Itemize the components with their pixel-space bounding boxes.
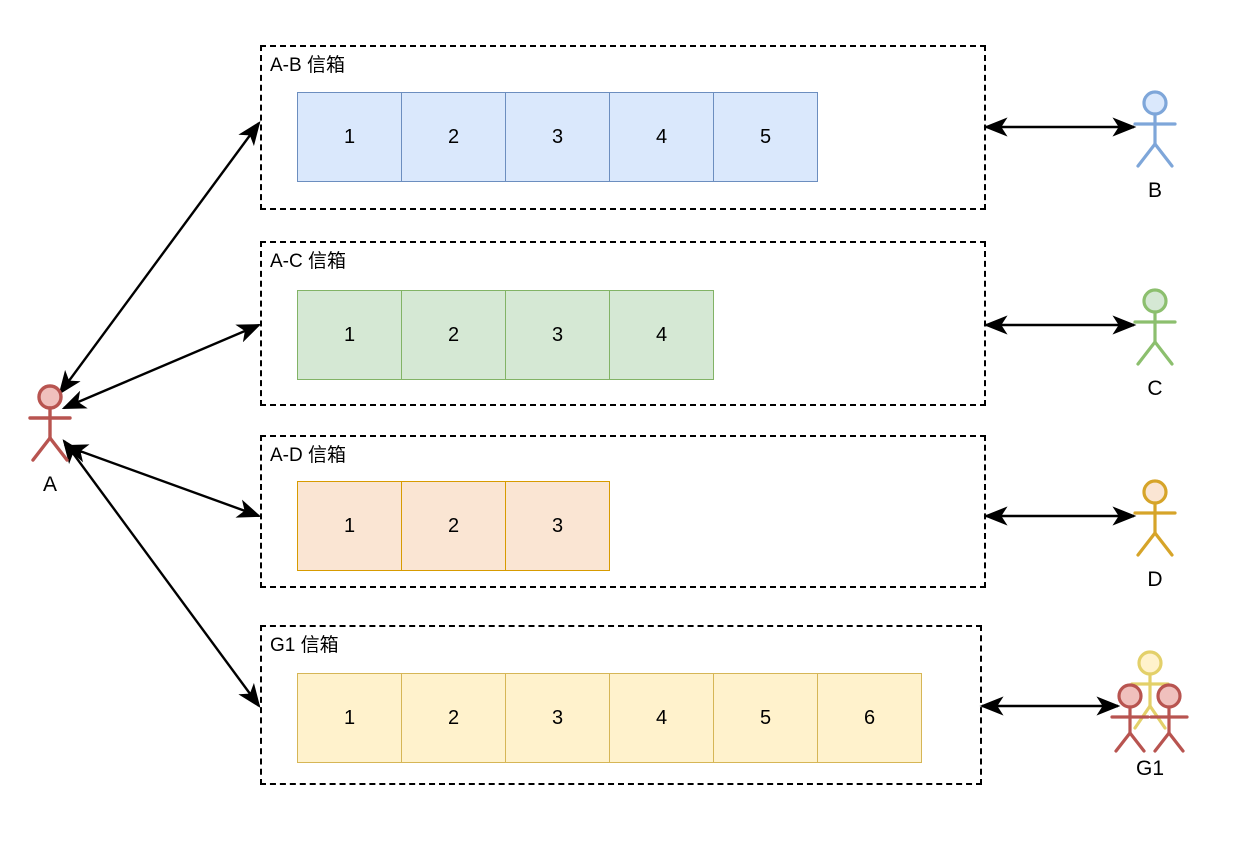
slot-value: 3: [551, 706, 564, 729]
slot-row-g1: 1 2 3 4 5 6: [297, 673, 922, 763]
slot-value: 4: [655, 323, 668, 346]
actor-c-label: C: [1147, 377, 1163, 400]
slot[interactable]: 1: [297, 92, 402, 182]
slot-value: 6: [863, 706, 876, 729]
mailbox-title-g1: G1 信箱: [270, 635, 339, 656]
actor-a-figure: [28, 384, 72, 462]
mailbox-group-a-c: A-C 信箱: [260, 241, 986, 406]
slot[interactable]: 3: [505, 673, 610, 763]
slot[interactable]: 3: [505, 290, 610, 380]
actor-g1-label: G1: [1135, 757, 1164, 780]
actor-b-figure: [1133, 90, 1177, 168]
slot-value: 3: [551, 323, 564, 346]
slot-value: 2: [447, 323, 460, 346]
actor-a-label: A: [42, 473, 57, 496]
mailbox-title-a-b: A-B 信箱: [270, 55, 345, 76]
slot-value: 2: [447, 125, 460, 148]
group-actor-front-right-figure: [1149, 683, 1189, 753]
slot-value: 2: [447, 514, 460, 537]
slot[interactable]: 6: [817, 673, 922, 763]
mailbox-title-a-d: A-D 信箱: [270, 445, 347, 466]
slot[interactable]: 3: [505, 481, 610, 571]
slot[interactable]: 4: [609, 290, 714, 380]
slot-value: 1: [343, 706, 356, 729]
slot[interactable]: 5: [713, 92, 818, 182]
mailbox-group-g1: G1 信箱: [260, 625, 982, 785]
slot-value: 1: [343, 323, 356, 346]
slot[interactable]: 1: [297, 481, 402, 571]
actor-c[interactable]: C: [1110, 284, 1200, 400]
slot-value: 4: [655, 706, 668, 729]
slot[interactable]: 2: [401, 673, 506, 763]
actor-group-g1[interactable]: G1: [1105, 648, 1195, 780]
arrow-a-to-ab: [58, 121, 261, 395]
slot[interactable]: 5: [713, 673, 818, 763]
slot-value: 4: [655, 125, 668, 148]
slot-row-a-d: 1 2 3: [297, 481, 610, 571]
slot-value: 3: [551, 125, 564, 148]
slot-value: 5: [759, 706, 772, 729]
mailbox-group-a-d: A-D 信箱: [260, 435, 986, 588]
slot[interactable]: 2: [401, 481, 506, 571]
slot[interactable]: 2: [401, 92, 506, 182]
slot[interactable]: 1: [297, 290, 402, 380]
slot-row-a-c: 1 2 3 4: [297, 290, 714, 380]
slot[interactable]: 2: [401, 290, 506, 380]
slot[interactable]: 4: [609, 673, 714, 763]
slot-value: 5: [759, 125, 772, 148]
actor-d-label: D: [1147, 568, 1163, 591]
slot-row-a-b: 1 2 3 4 5: [297, 92, 818, 182]
slot[interactable]: 4: [609, 92, 714, 182]
actor-c-figure: [1133, 288, 1177, 366]
actor-a[interactable]: A: [5, 380, 95, 496]
slot-value: 3: [551, 514, 564, 537]
slot-value: 2: [447, 706, 460, 729]
mailbox-group-a-b: A-B 信箱: [260, 45, 986, 210]
slot[interactable]: 1: [297, 673, 402, 763]
actor-d[interactable]: D: [1110, 475, 1200, 591]
group-actor-figures: [1105, 648, 1195, 753]
actor-d-figure: [1133, 479, 1177, 557]
slot[interactable]: 3: [505, 92, 610, 182]
slot-value: 1: [343, 514, 356, 537]
mailbox-title-a-c: A-C 信箱: [270, 251, 347, 272]
slot-value: 1: [343, 125, 356, 148]
group-actor-front-left-figure: [1110, 683, 1150, 753]
actor-b-label: B: [1147, 179, 1162, 202]
actor-b[interactable]: B: [1110, 86, 1200, 202]
